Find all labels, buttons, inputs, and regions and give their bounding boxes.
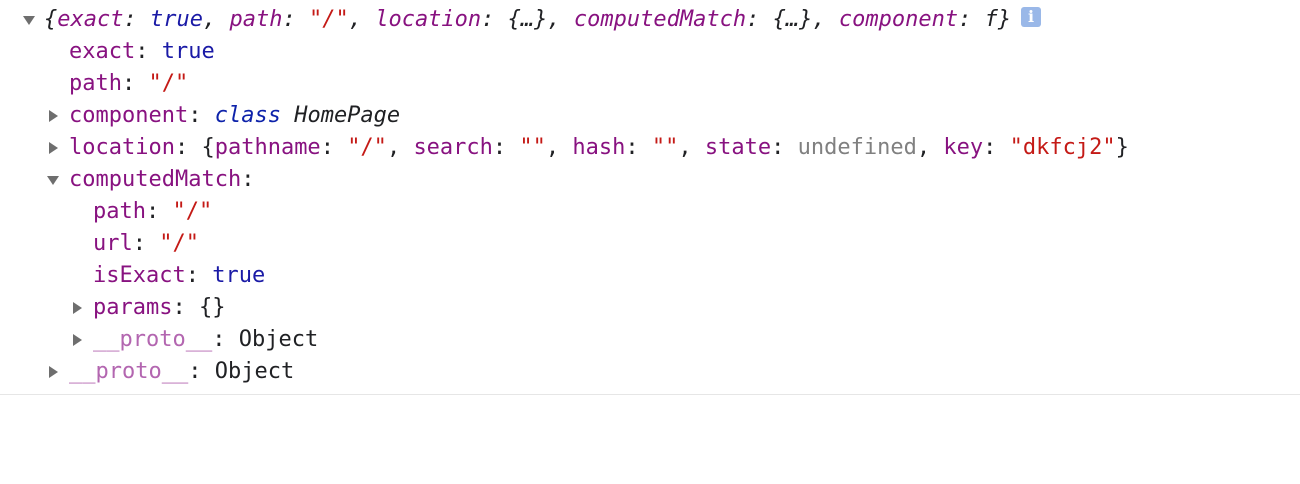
triangle-right-icon[interactable] — [71, 324, 85, 356]
location-search-value: "" — [519, 135, 546, 160]
open-brace: { — [44, 7, 58, 32]
proto-value: Object — [214, 359, 295, 384]
location-search-key: search — [413, 135, 493, 160]
property-key-exact: exact — [69, 39, 136, 64]
triangle-down-icon[interactable] — [46, 164, 60, 196]
property-row-exact: exact: true — [69, 39, 215, 64]
property-key-computedmatch: computedMatch — [69, 167, 242, 192]
location-pathname-value: "/" — [347, 135, 387, 160]
triangle-right-icon[interactable] — [47, 132, 61, 164]
computedmatch-proto-value: Object — [238, 327, 319, 352]
summary-exact-value: true — [149, 7, 203, 32]
computedmatch-path-value: "/" — [172, 199, 213, 224]
close-brace: } — [997, 7, 1012, 32]
object-summary: {exact: true, path: "/", location: {…}, … — [44, 4, 1042, 36]
property-row-component[interactable]: component: class HomePage — [0, 100, 1300, 132]
summary-computedmatch-value: {…} — [772, 7, 813, 32]
info-icon[interactable]: i — [1021, 7, 1042, 27]
summary-component-key: component — [838, 7, 959, 32]
summary-component-value: f — [984, 7, 998, 32]
summary-exact-key: exact — [57, 7, 124, 32]
computedmatch-isexact-value: true — [212, 263, 266, 288]
class-keyword: class — [214, 103, 281, 128]
computedmatch-params-key: params — [93, 295, 173, 320]
property-row-proto[interactable]: __proto__: Object — [0, 356, 1300, 388]
computedmatch-isexact-key: isExact — [93, 263, 186, 288]
location-key-value: "dkfcj2" — [1009, 135, 1116, 160]
location-key-key: key — [943, 135, 984, 160]
computedmatch-url-value: "/" — [159, 231, 199, 256]
console-divider — [0, 394, 1300, 395]
property-row-computedmatch[interactable]: computedMatch: — [0, 164, 1300, 196]
proto-key: __proto__ — [69, 359, 189, 384]
computedmatch-path-key: path — [93, 199, 146, 224]
property-row-computedmatch-url: url: "/" — [93, 231, 199, 256]
summary-path-value: "/" — [308, 7, 349, 32]
object-summary-row[interactable]: {exact: true, path: "/", location: {…}, … — [0, 4, 1300, 36]
property-row-location[interactable]: location: {pathname: "/", search: "", ha… — [0, 132, 1300, 164]
triangle-right-icon[interactable] — [47, 100, 61, 132]
triangle-down-icon[interactable] — [22, 4, 36, 36]
triangle-right-icon[interactable] — [71, 292, 85, 324]
property-row-path: path: "/" — [69, 71, 189, 96]
location-state-value: undefined — [797, 135, 917, 160]
triangle-right-icon[interactable] — [47, 356, 61, 388]
location-pathname-key: pathname — [214, 135, 321, 160]
summary-path-key: path — [229, 7, 283, 32]
property-key-path: path — [69, 71, 122, 96]
property-value-exact: true — [161, 39, 215, 64]
computedmatch-url-key: url — [93, 231, 133, 256]
property-row-computedmatch-path: path: "/" — [93, 199, 213, 224]
property-key-location: location — [69, 135, 175, 160]
location-hash-value: "" — [651, 135, 679, 160]
property-row-computedmatch-isexact: isExact: true — [93, 263, 266, 288]
summary-location-key: location — [375, 7, 482, 32]
summary-computedmatch-key: computedMatch — [573, 7, 747, 32]
property-row-computedmatch-proto[interactable]: __proto__: Object — [0, 324, 1300, 356]
location-state-key: state — [704, 135, 772, 160]
location-hash-key: hash — [572, 135, 626, 160]
computedmatch-params-value: {} — [198, 295, 226, 320]
summary-location-value: {…} — [507, 7, 548, 32]
property-value-path: "/" — [148, 71, 189, 96]
property-key-component: component — [69, 103, 189, 128]
console-object-tree: {exact: true, path: "/", location: {…}, … — [0, 4, 1300, 388]
class-name: HomePage — [294, 103, 401, 128]
property-row-computedmatch-params[interactable]: params: {} — [0, 292, 1300, 324]
computedmatch-proto-key: __proto__ — [93, 327, 213, 352]
